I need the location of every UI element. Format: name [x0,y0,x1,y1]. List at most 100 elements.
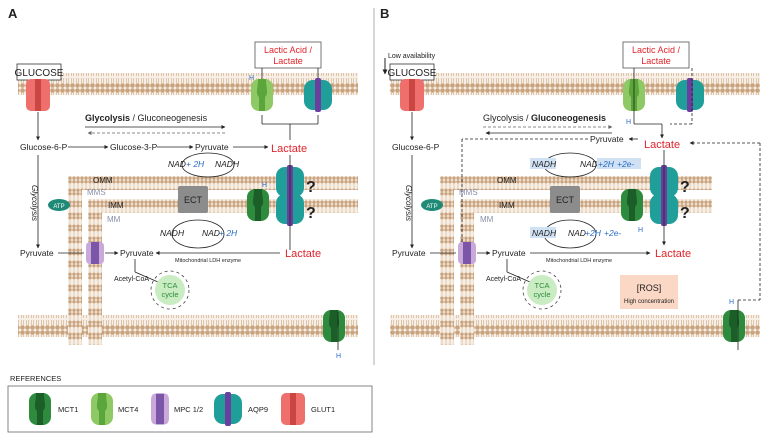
panel-b: B Low availability GLUCOSE Lactic Acid /… [380,6,761,350]
legend-mct4-icon [91,393,113,425]
plus-2h-bottom-b: +2H [585,228,602,238]
plasma-membrane-bottom-a [18,315,358,337]
tca-line2-a: cycle [161,290,178,299]
mm-label-b: MM [480,215,494,224]
ect-label-b: ECT [556,195,575,205]
h-plus-b-bottom: H [729,299,734,306]
references-title: REFERENCES [10,374,61,383]
legend-mpc-icon [151,393,169,425]
lactate-label-box-a: Lactate [273,56,303,66]
tca-line1-b: TCA [535,281,550,290]
legend-mct1-label: MCT1 [58,405,78,414]
acetyl-coa-b: Acetyl-CoA [486,276,521,283]
nad-bottom-a: NAD [202,228,220,238]
atp-badge-b [421,199,443,211]
tca-line2-b: cycle [533,290,550,299]
mct1-transporter-b [723,310,745,342]
question-imm-a: ? [306,205,316,222]
plasma-membrane-bottom-b [390,315,760,337]
lactic-acid-label-b: Lactic Acid / [632,45,681,55]
mct1-mito-a [247,189,269,221]
glut1-transporter-a [26,79,50,111]
lactate-bottom-b: Lactate [655,248,691,260]
h-plus-a-top: H [249,75,254,82]
question-omm-b: ? [680,179,690,196]
ros-label-b: [ROS] [637,283,662,293]
ect-box-a [178,186,208,213]
nadh-top-a: NADH [215,159,240,169]
plus-2h-top-a: + 2H [186,159,205,169]
panel-b-letter: B [380,6,389,21]
plus-2e-bottom-b: +2e- [604,228,621,238]
tca-line1-a: TCA [163,281,178,290]
pyruvate-inner-b: Pyruvate [492,248,526,258]
h-plus-mito-a: H [262,182,267,189]
tca-cycle-b [527,275,557,305]
lactate-top-b: Lactate [644,139,680,151]
glucose-label-b: GLUCOSE [388,68,437,79]
glucose-3p-a: Glucose-3-P [110,142,158,152]
pyruvate-left-b: Pyruvate [392,248,426,258]
h-plus-a-bottom: H [336,353,341,360]
glycolysis-vertical-a: Glycolysis [30,185,39,221]
nadh-bottom-a: NADH [160,228,185,238]
ldh-label-b: Mitochondrial LDH enzyme [546,258,612,264]
glycolysis-label-a: Glycolysis / Gluconeogenesis [85,113,208,123]
glut1-transporter-b [400,79,424,111]
mms-label-b: MMS [459,188,478,197]
legend-aqp9-icon [214,392,242,426]
legend-mct1-icon [29,393,51,425]
aqp9-transporter-b [676,78,704,112]
ldh-label-a: Mitochondrial LDH enzyme [175,258,241,264]
question-imm-b: ? [680,205,690,222]
lactic-acid-box-a [254,41,322,69]
lactate-top-a: Lactate [271,143,307,155]
legend-mct4-label: MCT4 [118,405,138,414]
mct4-transporter-a [251,79,273,111]
plus-2e-top-b: +2e- [617,159,634,169]
atp-label-b: ATP [426,204,437,210]
legend-glut1-label: GLUT1 [311,405,335,414]
ros-sub-b: High concentration [624,299,674,305]
omm-label-b: OMM [497,176,517,185]
mct1-transporter-a [323,310,345,342]
lactic-acid-label-a: Lactic Acid / [264,45,313,55]
glucose-6p-a: Glucose-6-P [20,142,68,152]
pyruvate-mid-a: Pyruvate [195,142,229,152]
tca-cycle-a [155,275,185,305]
ros-box-b [620,275,678,309]
mct1-mito-b [621,189,643,221]
nad-top-a: NAD [168,159,186,169]
plus-2h-top-b: +2H [598,159,615,169]
h-plus-b-top: H [626,119,631,126]
atp-badge-a [48,199,70,211]
pyruvate-left-a: Pyruvate [20,248,54,258]
imm-label-b: IMM [499,201,515,210]
acetyl-coa-a: Acetyl-CoA [114,276,149,283]
legend-mpc-label: MPC 1/2 [174,405,203,414]
references-legend: REFERENCES MCT1 MCT4 MPC 1/2 AQP9 GLUT1 [7,374,373,433]
nad-top-b: NAD [580,159,598,169]
panel-a-letter: A [8,6,18,21]
pyruvate-mid-b: Pyruvate [590,134,624,144]
references-box [7,385,373,433]
lactate-bottom-a: Lactate [285,248,321,260]
plasma-membrane-top-b [390,73,760,95]
glycolysis-label-b: Glycolysis / Gluconeogenesis [483,113,606,123]
mms-label-a: MMS [87,188,106,197]
aqp9-transporter-a [304,78,332,112]
imm-label-a: IMM [108,201,124,210]
omm-label-a: OMM [93,176,113,185]
nadh-top-b: NADH [532,159,557,169]
legend-aqp9-label: AQP9 [248,405,268,414]
nad-bottom-b: NAD [568,228,586,238]
plus-2h-bottom-a: + 2H [219,228,238,238]
h-plus-mito-b: H [638,227,643,234]
pyruvate-inner-a: Pyruvate [120,248,154,258]
plasma-membrane-top-a [18,73,358,95]
low-availability-b: Low availability [388,53,436,60]
glucose-6p-b: Glucose-6-P [392,142,440,152]
panel-a: A GLUCOSE Lactic Acid / Lactate H Glycol… [8,6,358,360]
